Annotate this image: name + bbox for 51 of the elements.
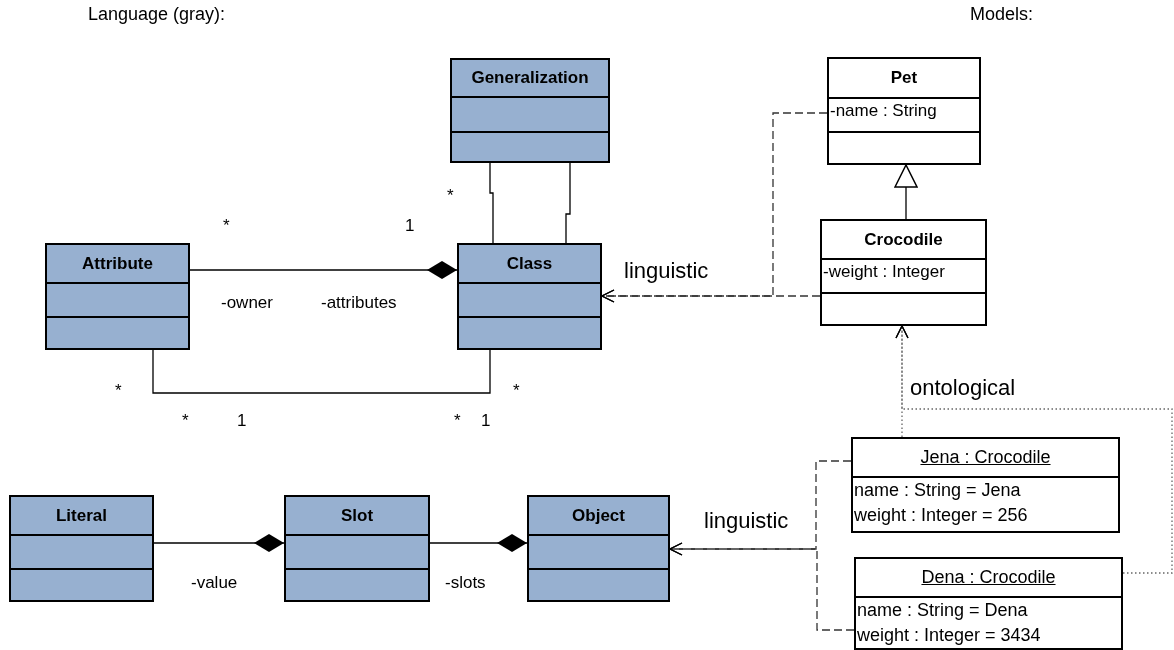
section-heading: Language (gray): (88, 4, 226, 25)
composition-line (189, 261, 458, 279)
association-line (489, 162, 494, 244)
class-name: Generalization (471, 68, 589, 87)
multiplicity-label: * (447, 186, 454, 206)
multiplicity-label: * (513, 381, 520, 401)
class-name: Slot (340, 506, 374, 525)
class-box (827, 57, 981, 165)
class-box (450, 58, 610, 163)
object-name: Dena : Crocodile (921, 567, 1056, 587)
generalization-arrow (894, 164, 918, 220)
attribute-text: -name : String (830, 101, 937, 120)
association-line (152, 349, 491, 394)
class-box (457, 243, 602, 350)
object-box (851, 437, 1120, 533)
slot-value-text: name : String = Dena (857, 600, 1028, 620)
object-box (854, 557, 1123, 650)
attribute-text: -weight : Integer (823, 262, 945, 281)
role-name: -value (191, 573, 238, 593)
multiplicity-label: * (115, 381, 122, 401)
class-name: Crocodile (864, 230, 943, 249)
multiplicity-label: 1 (237, 411, 247, 431)
class-box (527, 495, 670, 602)
role-name: -attributes (321, 293, 397, 313)
slot-value-text: name : String = Jena (854, 480, 1021, 500)
dashed-arrow (601, 112, 828, 303)
class-name: Literal (56, 506, 107, 525)
slot-value-text: weight : Integer = 256 (854, 505, 1028, 525)
multiplicity-label: 1 (481, 411, 491, 431)
role-name: -owner (221, 293, 273, 313)
class-name: Object (572, 506, 625, 525)
multiplicity-label: * (223, 216, 230, 236)
class-box (45, 243, 190, 350)
composition-line (153, 534, 285, 552)
section-heading: Models: (970, 4, 1034, 25)
multiplicity-label: * (182, 411, 189, 431)
class-box (284, 495, 430, 602)
composition-line (429, 534, 528, 552)
object-name: Jena : Crocodile (920, 447, 1051, 467)
multiplicity-label: 1 (405, 216, 415, 236)
dashed-arrow (669, 542, 855, 631)
class-box (820, 219, 987, 326)
multiplicity-label: * (454, 411, 461, 431)
slot-value-text: weight : Integer = 3434 (857, 625, 1041, 645)
role-name: -slots (445, 573, 486, 593)
association-line (565, 162, 571, 244)
dotted-arrow (895, 325, 1173, 574)
class-name: Attribute (82, 254, 153, 273)
class-box (9, 495, 154, 602)
class-name: Class (506, 254, 553, 273)
class-name: Pet (890, 68, 918, 87)
